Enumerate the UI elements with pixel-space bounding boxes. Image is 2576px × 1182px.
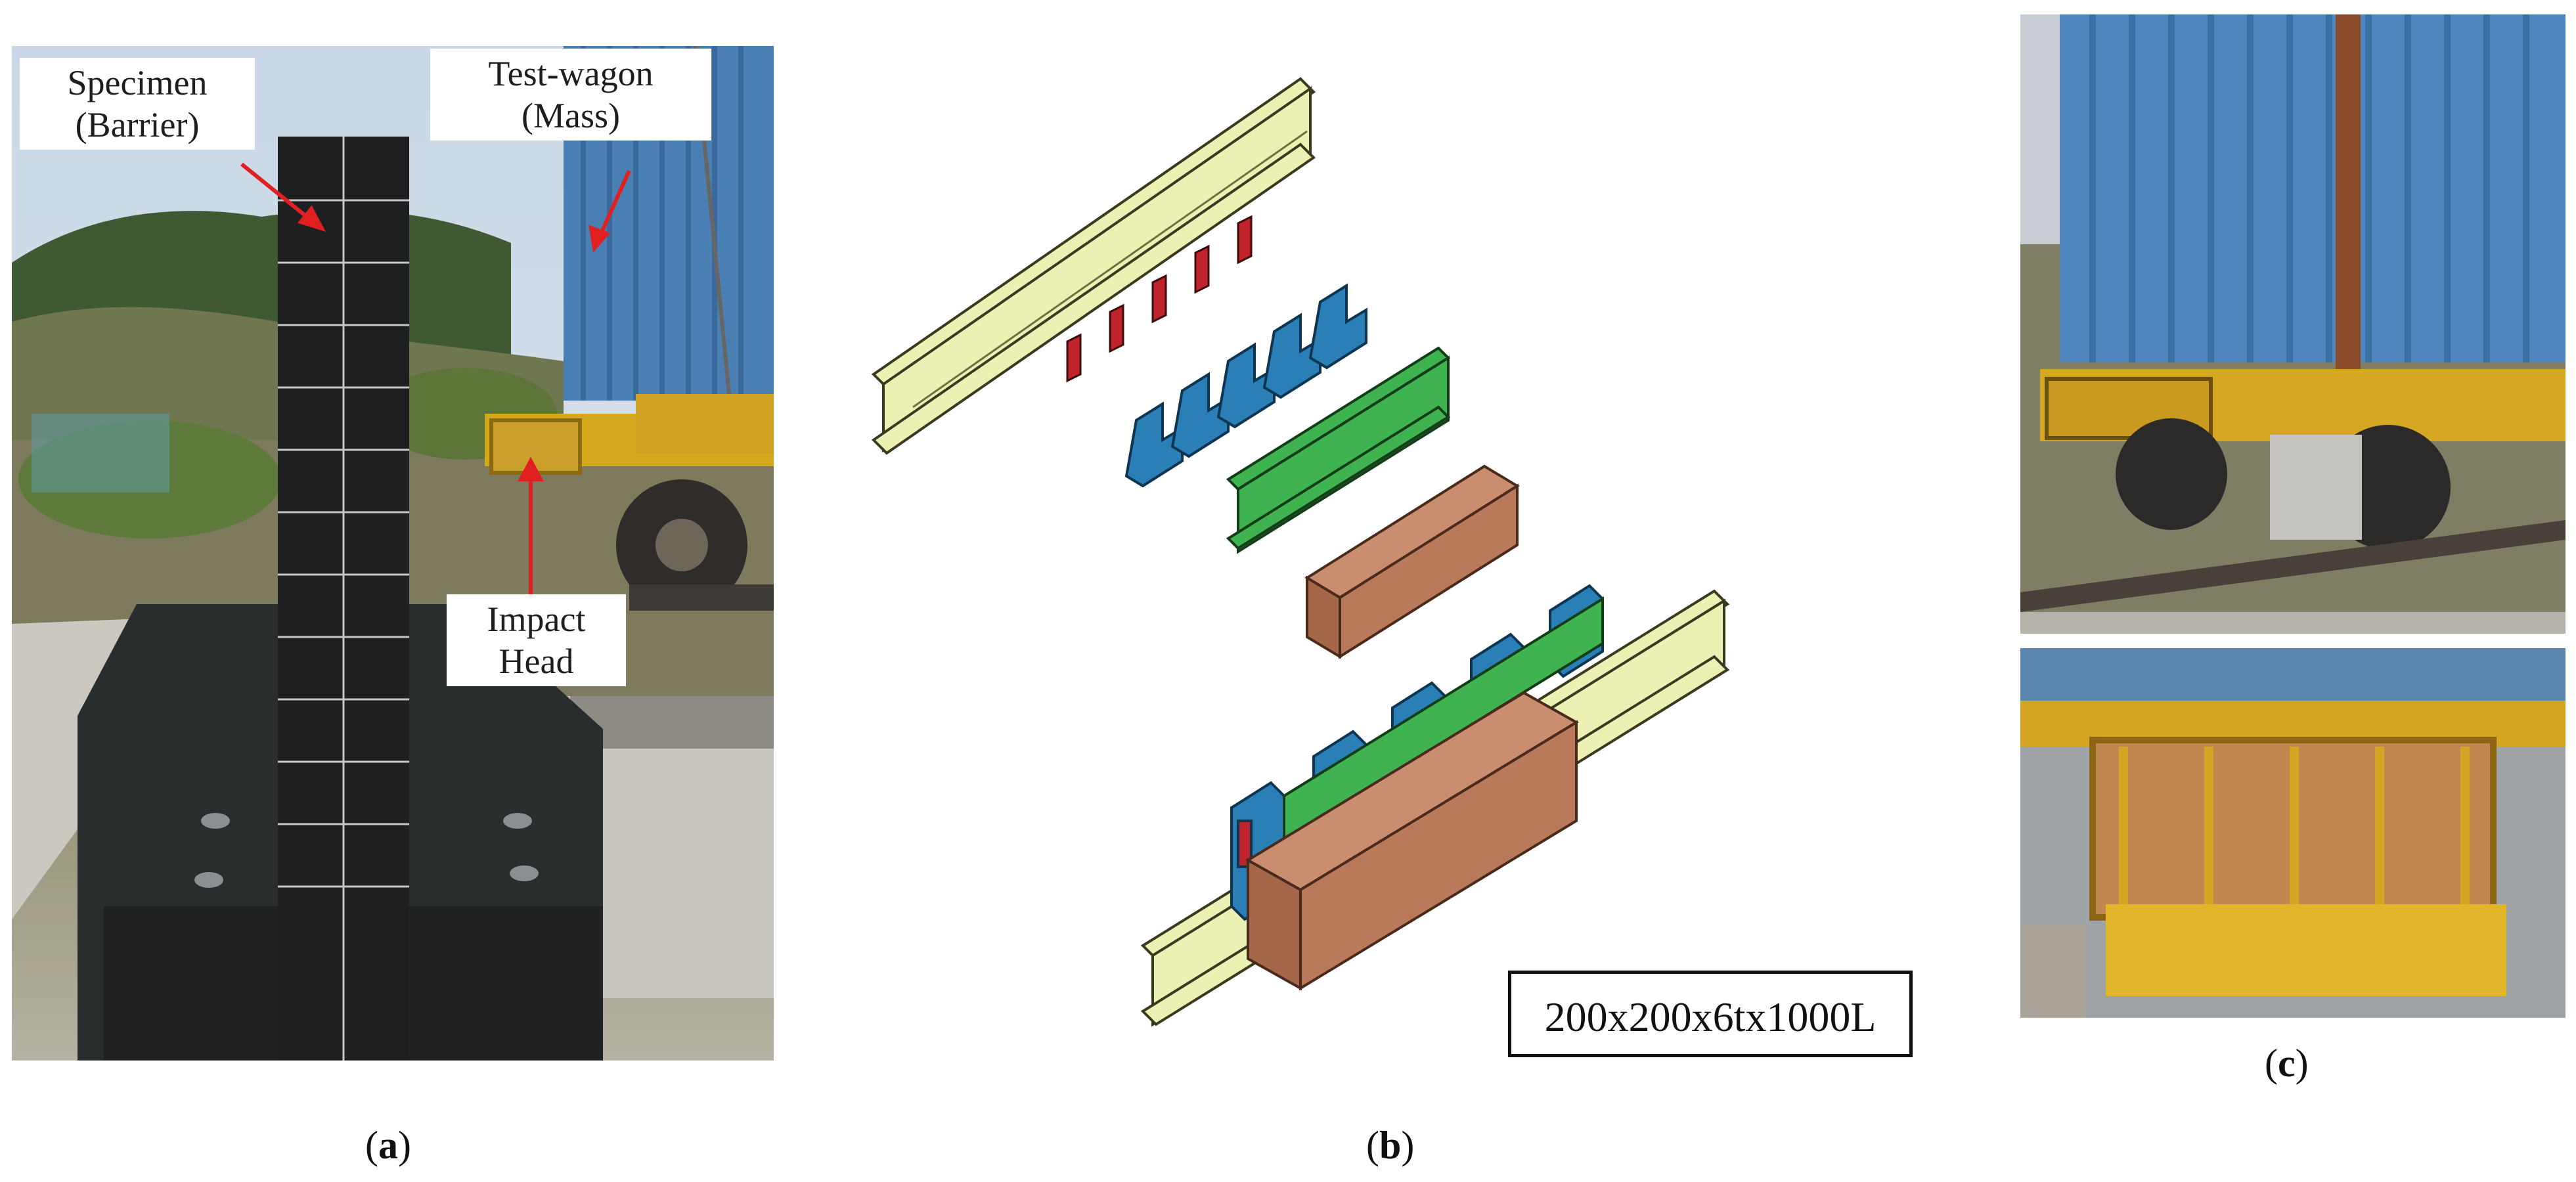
callout-wagon-line1: Test-wagon: [488, 54, 654, 93]
callout-specimen-line1: Specimen: [67, 63, 208, 102]
sublabel-a-letter: a: [378, 1124, 398, 1167]
photo-test-wagon: [2020, 14, 2565, 634]
exploded-red-plates: [1066, 215, 1253, 383]
sublabel-a: (a): [365, 1124, 411, 1167]
assembled-stiffeners: [1230, 584, 1604, 921]
photo-barrier-test-setup: [12, 46, 774, 1061]
sublabel-b-letter: b: [1379, 1124, 1402, 1167]
assembled-box-section: [1245, 691, 1579, 991]
callout-test-wagon-mass: Test-wagon (Mass): [430, 49, 711, 141]
dimension-tag: 200x200x6tx1000L: [1508, 971, 1913, 1057]
callout-specimen-line2: (Barrier): [75, 105, 200, 144]
callout-wagon-line2: (Mass): [522, 96, 620, 135]
sublabel-c: (c): [2265, 1041, 2309, 1085]
callout-specimen-barrier: Specimen (Barrier): [20, 58, 255, 150]
exploded-box-section: [1304, 464, 1520, 659]
sublabel-b: (b): [1366, 1124, 1415, 1167]
sublabel-c-letter: c: [2277, 1041, 2296, 1085]
diagram-impact-head-assembly: [854, 66, 1905, 1064]
exploded-blue-stiffeners: [1124, 283, 1367, 488]
exploded-green-channel: [1226, 346, 1451, 554]
exploded-i-beam: [871, 77, 1316, 455]
callout-impact-line1: Impact: [487, 600, 586, 639]
callout-impact-line2: Head: [499, 642, 574, 681]
callout-impact-head: Impact Head: [447, 594, 626, 686]
photo-impact-head-closeup: [2020, 648, 2565, 1018]
